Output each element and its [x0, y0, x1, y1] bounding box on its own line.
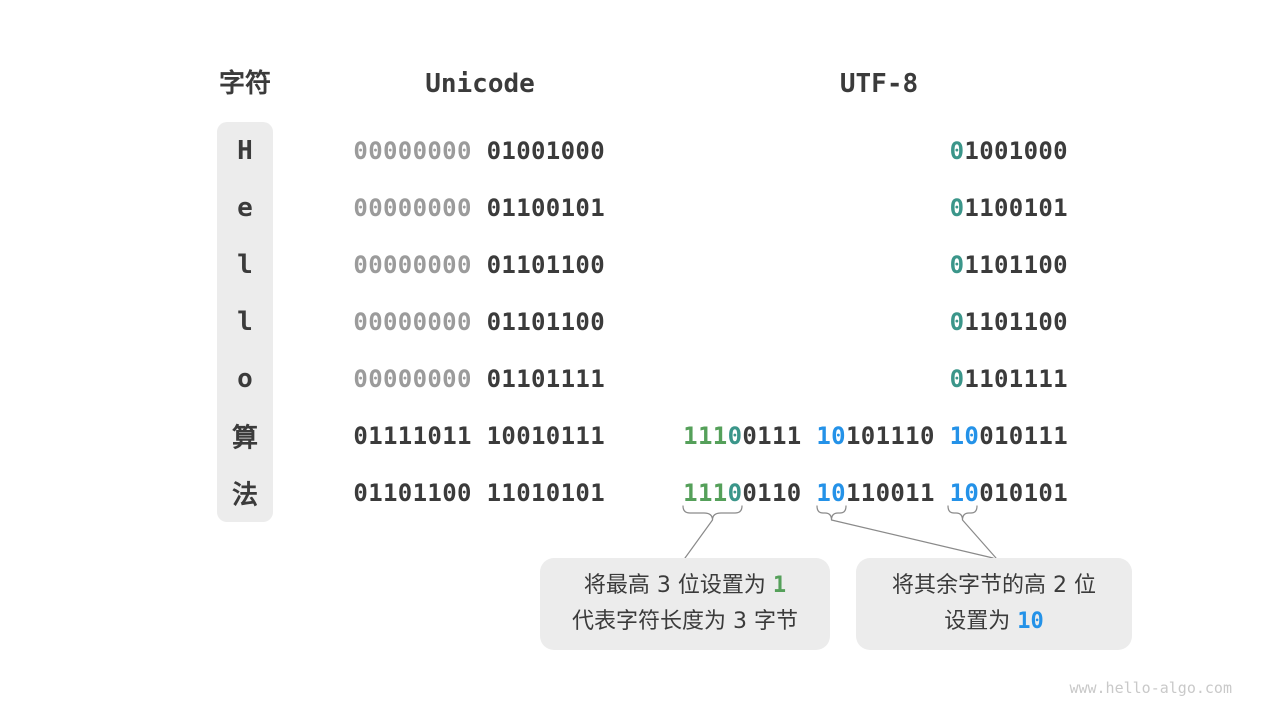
bit-segment: 01100101 — [471, 193, 605, 222]
bit-segment: 将最高 3 位设置为 — [583, 573, 773, 598]
bit-segment: 0 — [949, 307, 965, 336]
bit-segment: 0111 — [742, 422, 817, 451]
bit-segment: 0 — [949, 136, 965, 165]
utf8-binary-value: 01100101 — [950, 194, 1068, 222]
bit-segment: 10 — [1017, 609, 1044, 634]
bit-segment: 01101100 — [471, 307, 605, 336]
bit-segment: 10 — [816, 422, 846, 451]
bit-segment: 1101111 — [964, 365, 1068, 394]
bit-segment: 00000000 — [353, 136, 472, 165]
utf8-binary-value: 11100111 10101110 10010111 — [683, 422, 1068, 450]
bit-segment: 1101100 — [964, 307, 1068, 336]
bit-segment: 01111011 10010111 — [353, 422, 605, 451]
bit-segment: 111 — [683, 422, 728, 451]
character-cell: l — [237, 306, 253, 337]
bit-segment: 00000000 — [353, 365, 472, 394]
character-cell: o — [237, 364, 253, 395]
unicode-binary-value: 01111011 10010111 — [353, 422, 605, 450]
bit-segment: 10 — [949, 422, 980, 451]
bit-segment: 将其余字节的高 2 位 — [892, 573, 1096, 598]
bit-segment: 0 — [949, 193, 965, 222]
callout-line: 将其余字节的高 2 位 — [892, 568, 1096, 604]
unicode-binary-value: 00000000 01100101 — [353, 194, 605, 222]
utf8-binary-value: 01101100 — [950, 308, 1068, 336]
bit-segment: 00000000 — [353, 193, 472, 222]
unicode-binary-value: 00000000 01101111 — [353, 365, 605, 393]
bit-segment: 0 — [949, 250, 965, 279]
callout-line: 代表字符长度为 3 字节 — [572, 604, 798, 640]
callout-line: 将最高 3 位设置为 1 — [584, 568, 786, 604]
callout-continuation-bits: 将其余字节的高 2 位设置为 10 — [856, 558, 1132, 650]
bit-segment: 0 — [949, 365, 965, 394]
utf8-binary-value: 11100110 10110011 10010101 — [683, 479, 1068, 507]
utf8-binary-value: 01101111 — [950, 365, 1068, 393]
character-cell: 法 — [231, 480, 258, 511]
unicode-binary-value: 01101100 11010101 — [353, 479, 605, 507]
bit-segment: 1 — [772, 573, 787, 598]
bit-segment: 010111 — [979, 422, 1068, 451]
column-header-character: 字符 — [218, 69, 271, 99]
bit-segment: 01101111 — [471, 365, 605, 394]
bit-segment: 0110 — [742, 479, 817, 508]
column-header-unicode: Unicode — [425, 69, 535, 99]
connector-line-cont-2 — [830, 519, 994, 559]
bit-segment: 110011 — [845, 479, 950, 508]
column-header-utf8: UTF-8 — [839, 69, 919, 99]
bit-segment: 00000000 — [353, 307, 472, 336]
bit-segment: 111 — [683, 479, 728, 508]
bit-segment: 代表字符长度为 3 字节 — [572, 609, 798, 634]
character-cell: H — [237, 135, 253, 166]
bit-segment: 1100101 — [964, 193, 1068, 222]
character-cell: e — [237, 192, 253, 223]
bit-segment: 1001000 — [964, 136, 1068, 165]
callout-high-bits: 将最高 3 位设置为 1 代表字符长度为 3 字节 — [540, 558, 830, 650]
bit-segment: 10 — [949, 479, 980, 508]
bit-segment: 10 — [816, 479, 846, 508]
bit-segment: 01101100 11010101 — [353, 479, 605, 508]
bit-segment: 设置为 — [944, 609, 1018, 634]
character-cell: l — [237, 249, 253, 280]
utf8-binary-value: 01101100 — [950, 251, 1068, 279]
bit-segment: 0 — [727, 422, 743, 451]
bit-segment: 01101100 — [471, 250, 605, 279]
character-column-background — [217, 122, 273, 522]
bit-segment: 0 — [727, 479, 743, 508]
watermark: www.hello-algo.com — [1069, 679, 1232, 697]
unicode-binary-value: 00000000 01101100 — [353, 251, 605, 279]
bit-segment: 00000000 — [353, 250, 472, 279]
bit-segment: 01001000 — [471, 136, 605, 165]
unicode-binary-value: 00000000 01001000 — [353, 137, 605, 165]
bit-segment: 010101 — [979, 479, 1068, 508]
utf8-binary-value: 01001000 — [950, 137, 1068, 165]
connector-line-prefix — [684, 519, 714, 559]
connector-line-cont-3 — [961, 519, 997, 559]
character-cell: 算 — [231, 423, 258, 454]
unicode-binary-value: 00000000 01101100 — [353, 308, 605, 336]
callout-line: 设置为 10 — [944, 604, 1044, 640]
bit-segment: 1101100 — [964, 250, 1068, 279]
bit-segment: 101110 — [845, 422, 950, 451]
